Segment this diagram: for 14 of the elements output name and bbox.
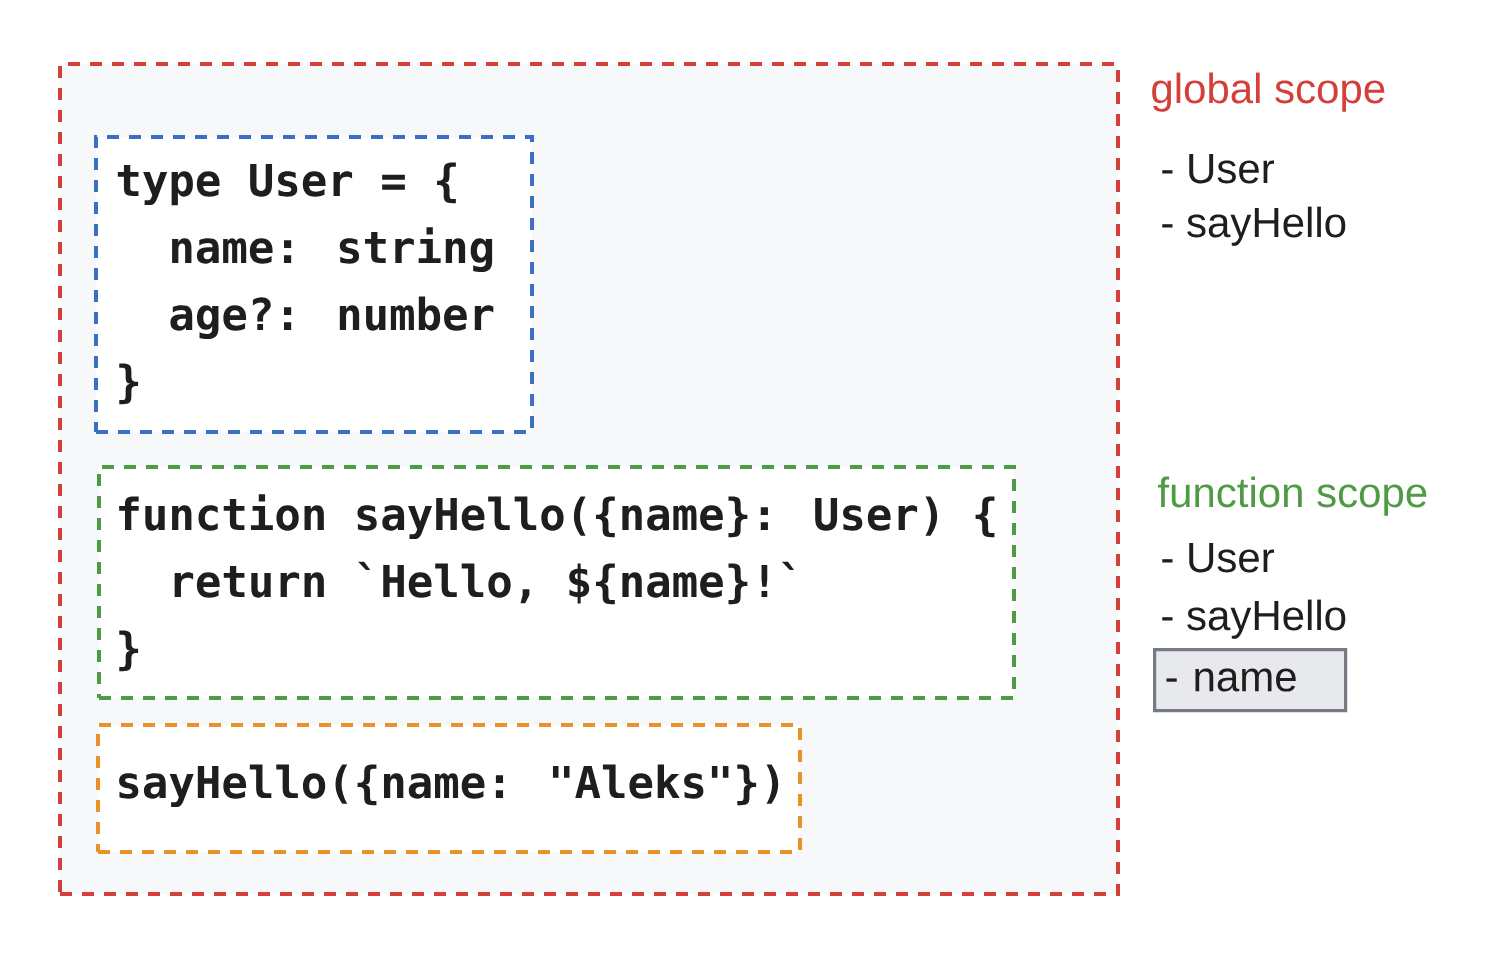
code-line: } xyxy=(119,630,139,672)
highlight-box: - name xyxy=(1153,648,1348,713)
code-line: return `Hello, ${name}!` xyxy=(174,561,795,605)
scope-heading: global scope xyxy=(1152,72,1385,112)
code-line: sayHello({name: "Aleks"}) xyxy=(119,764,779,808)
list-item: - sayHello xyxy=(1162,206,1346,246)
list-item: - User xyxy=(1162,154,1274,184)
code-line: name: string xyxy=(172,227,493,273)
code-line: age?: number xyxy=(170,296,494,340)
list-item: - User xyxy=(1162,543,1274,573)
code-line: type User = { xyxy=(117,162,456,206)
code-line: function sayHello({name}: User) { xyxy=(119,494,995,540)
scope-heading: function scope xyxy=(1158,476,1427,516)
code-line: } xyxy=(119,363,139,405)
